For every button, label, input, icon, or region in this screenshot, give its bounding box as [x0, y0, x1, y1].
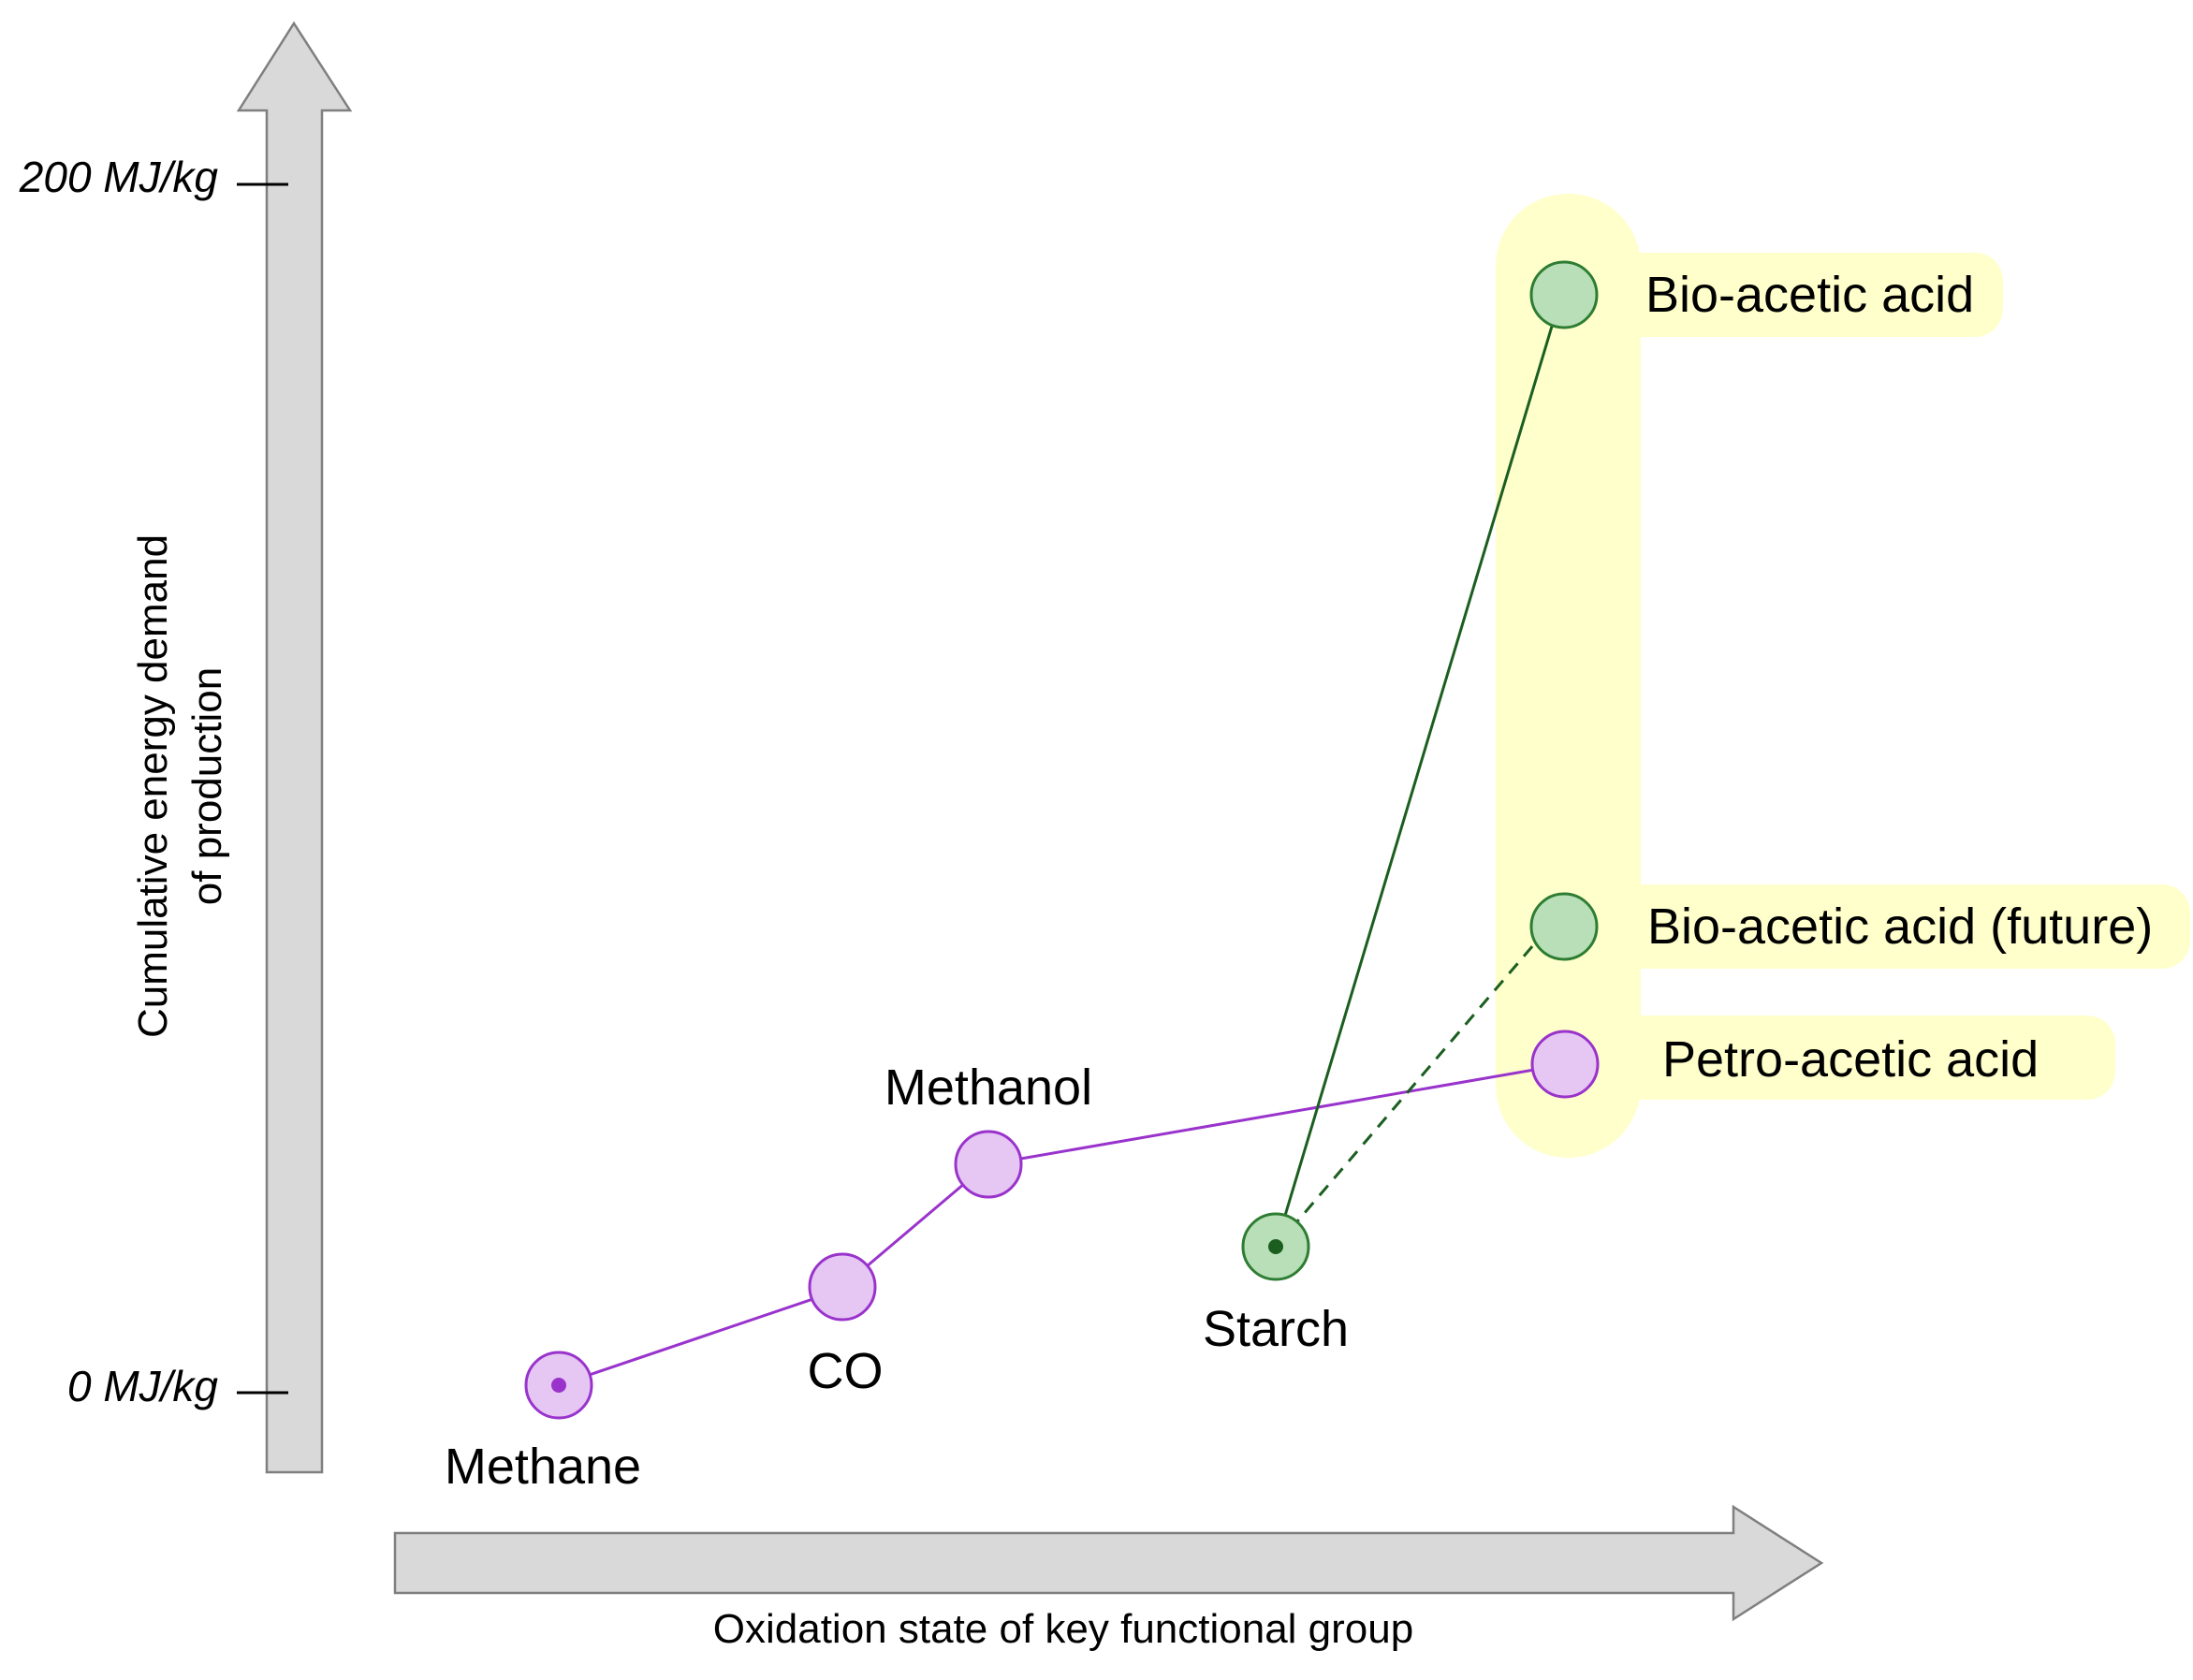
bio-acetic-future-node [1529, 892, 1599, 961]
y-axis-arrow [236, 21, 353, 1474]
starch-node [1241, 1212, 1310, 1281]
methanol-node [954, 1130, 1023, 1199]
starch-to-bio-acetic-arrow [1274, 300, 1561, 1248]
y-tick-label-top: 200 MJ/kg [19, 153, 219, 201]
bio-acetic-node [1529, 260, 1599, 329]
starch-to-bio-acetic-future-arrow [1274, 931, 1546, 1248]
methanol-label: Methanol [885, 1059, 1092, 1116]
bio-pathway [1274, 300, 1561, 1248]
acetic-acid-highlight [1496, 194, 2190, 1158]
methanol-to-petro-acetic-arrow [987, 1061, 1562, 1166]
petro-acetic-node [1530, 1030, 1600, 1099]
bio-acetic-label: Bio-acetic acid [1645, 267, 1974, 323]
x-axis-arrow [393, 1504, 1824, 1622]
co-node [808, 1252, 877, 1322]
y-axis-title: Cumulative energy demand of production [130, 534, 230, 1038]
bio-acetic-future-label: Bio-acetic acid (future) [1647, 898, 2153, 955]
y-axis-title-line2: of production [184, 667, 230, 905]
co-label: CO [808, 1343, 884, 1399]
starch-label: Starch [1203, 1301, 1349, 1357]
y-tick-label-bottom: 0 MJ/kg [67, 1362, 218, 1410]
petro-acetic-label: Petro-acetic acid [1662, 1031, 2039, 1088]
y-axis-title-line1: Cumulative energy demand [130, 534, 176, 1038]
methane-to-co-arrow [558, 1288, 841, 1387]
x-axis-title: Oxidation state of key functional group [713, 1606, 1413, 1652]
methane-label: Methane [445, 1439, 641, 1495]
methane-node [524, 1351, 593, 1420]
